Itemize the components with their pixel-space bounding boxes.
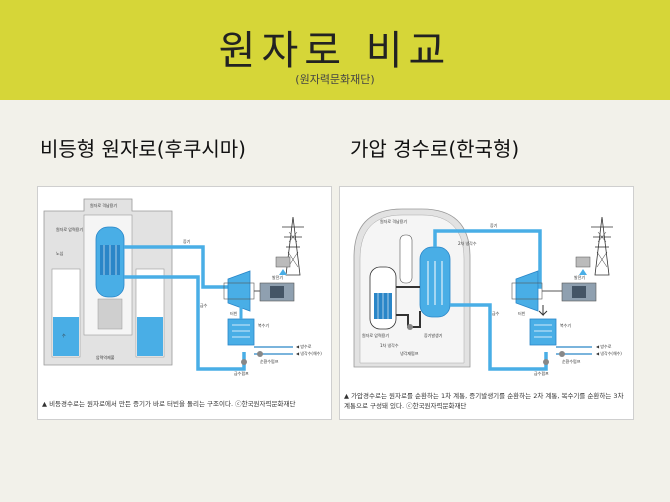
lbl-containment: 원자로 격납용기 [90, 202, 117, 208]
lbl-vessel: 원자로 압력용기 [362, 332, 389, 338]
lbl-feed-pump: 급수펌프 [534, 370, 549, 376]
lbl-seawater: ◀ 냉각수(해수) [596, 350, 622, 356]
bwr-diagram-panel: 원자로 격납용기 증기 원자로 압력용기 발전기 터빈 복수기 급수 ◀ 방수로… [37, 186, 332, 420]
lbl-secondary-coolant: 2차 냉각수 [458, 240, 477, 246]
lbl-circ-pump: 순환수펌프 [260, 358, 279, 364]
lbl-generator: 발전기 [272, 274, 283, 280]
lbl-core: 노심 [56, 250, 64, 256]
lbl-feed-pump: 급수펌프 [234, 370, 249, 376]
lbl-condenser: 복수기 [560, 322, 571, 328]
lbl-feedwater: 급수 [492, 310, 500, 316]
lbl-vessel: 원자로 압력용기 [56, 226, 83, 232]
lbl-outfall: ◀ 방수로 [296, 343, 312, 349]
turbine [515, 270, 539, 312]
bwr-caption: ▲ 비등경수로는 원자로에서 만든 증기가 바로 터빈을 돌리는 구조이다. ⓒ… [42, 400, 296, 408]
transmission-tower [594, 216, 610, 276]
right-heading: 가압 경수로(한국형) [350, 137, 520, 161]
transmission-tower [285, 216, 301, 276]
lbl-turbine: 터빈 [518, 310, 526, 316]
page-subtitle: (원자력문화재단) [295, 73, 375, 86]
lbl-feed: 급수 [200, 302, 208, 308]
turbine [227, 270, 251, 312]
steam-pipe [124, 245, 228, 289]
pressurizer [399, 234, 413, 284]
lbl-generator: 발전기 [574, 274, 585, 280]
lbl-steam-generator: 증기발생기 [424, 332, 443, 338]
lbl-turbine: 터빈 [230, 310, 238, 316]
lbl-outfall: ◀ 방수로 [596, 343, 612, 349]
lbl-containment: 원자로 격납용기 [380, 218, 407, 224]
lbl-circ-pump: 순환수펌프 [562, 358, 581, 364]
lbl-condenser: 복수기 [258, 322, 269, 328]
page-title: 원자로 비교 [218, 28, 452, 74]
condenser [227, 318, 255, 346]
bwr-diagram: 원자로 격납용기 증기 원자로 압력용기 발전기 터빈 복수기 급수 ◀ 방수로… [43, 198, 322, 376]
lbl-primary-coolant: 1차 냉각수 [380, 342, 399, 348]
title-banner: 원자로 비교 (원자력문화재단) [0, 0, 670, 100]
left-pool [53, 317, 79, 356]
lbl-steam: 증기 [490, 222, 498, 228]
right-pool [137, 317, 163, 356]
left-heading: 비등형 원자로(후쿠시마) [40, 137, 246, 161]
pwr-diagram-panel: 원자로 격납용기 증기 2차 냉각수 발전기 터빈 증기발생기 복수기 원자로 … [339, 186, 634, 420]
condenser [529, 318, 557, 346]
lbl-coolant-pump: 냉각재펌프 [400, 350, 419, 356]
lbl-seawater: ◀ 냉각수(해수) [296, 350, 322, 356]
lbl-steam: 증기 [183, 238, 191, 244]
lbl-water: 수 [62, 332, 66, 338]
pwr-diagram: 원자로 격납용기 증기 2차 냉각수 발전기 터빈 증기발생기 복수기 원자로 … [353, 208, 622, 376]
lbl-suppression-pool: 압력억제풀 [96, 354, 115, 360]
pwr-caption: ▲ 가압경수로는 원자로를 순환하는 1차 계통, 증기발생기를 순환하는 2차… [344, 392, 624, 410]
